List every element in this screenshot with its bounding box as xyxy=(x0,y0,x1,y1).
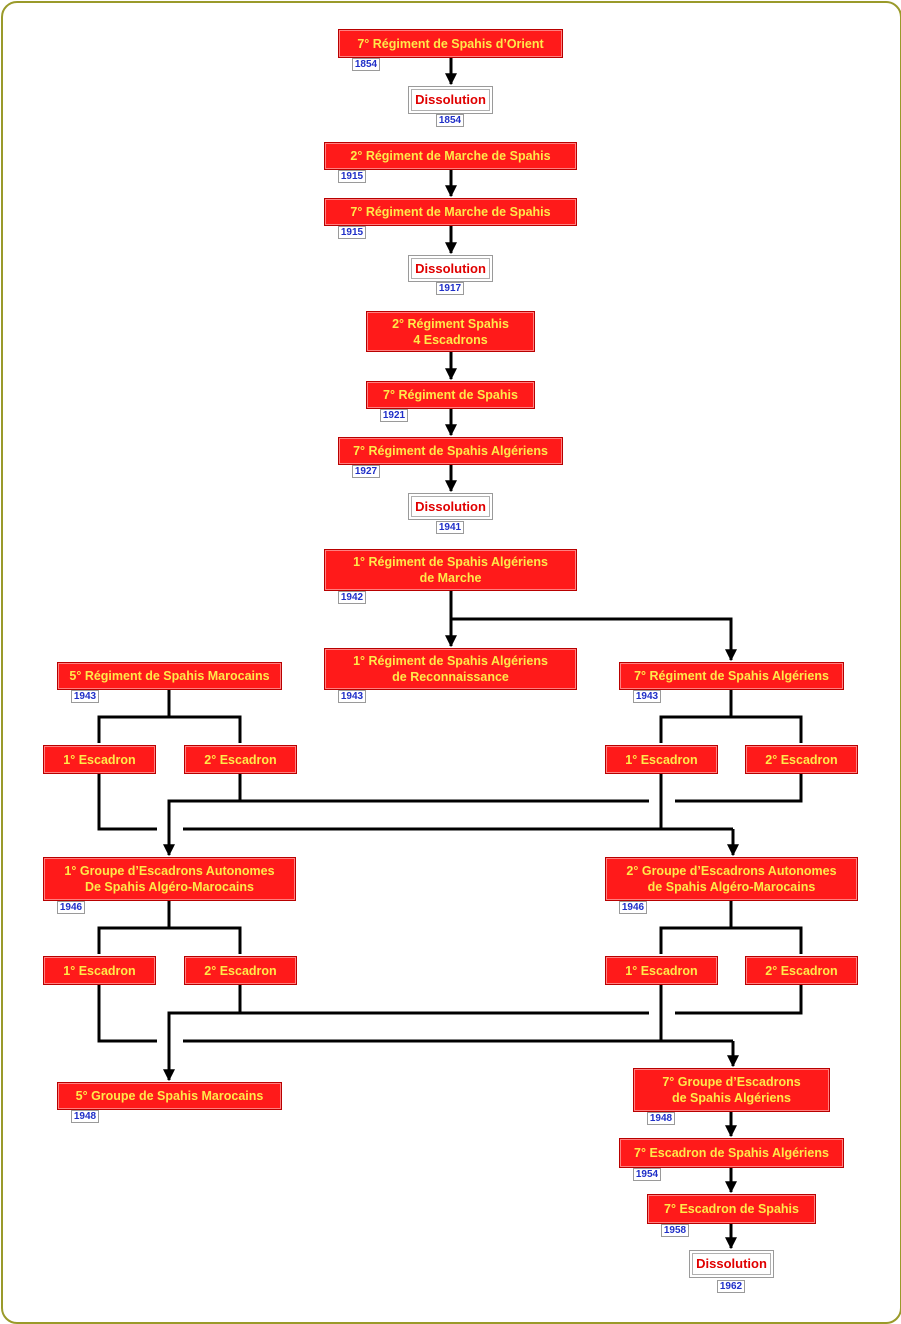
groupe-box: 5° Groupe de Spahis Marocains xyxy=(57,1082,282,1110)
year-label: 1946 xyxy=(619,901,647,914)
left-escadron2-to-1gea xyxy=(163,774,242,857)
regiment-box: 5° Régiment de Spahis Marocains xyxy=(57,662,282,690)
year-label: 1943 xyxy=(338,690,366,703)
left-escadron1-to-right xyxy=(97,774,157,831)
escadron-box: 1° Escadron xyxy=(605,956,718,985)
escadron-box: 1° Escadron xyxy=(43,745,156,774)
year-label: 1948 xyxy=(71,1110,99,1123)
regiment-box: 7° Régiment de Spahis Algériens xyxy=(338,437,563,465)
year-label: 1941 xyxy=(436,521,464,534)
fork-1gea-escadrons xyxy=(97,926,242,954)
escadron-box: 2° Escadron xyxy=(184,956,297,985)
regiment-box: 7° Régiment de Spahis d’Orient xyxy=(338,29,563,58)
year-label: 1962 xyxy=(717,1280,745,1293)
dissolution-box: Dissolution xyxy=(408,86,493,114)
escadron-box: 1° Escadron xyxy=(43,956,156,985)
escadron-box: 1° Escadron xyxy=(605,745,718,774)
dissolution-box: Dissolution xyxy=(408,255,493,282)
escadron-box: 2° Escadron xyxy=(745,745,858,774)
escadron-box: 2° Escadron xyxy=(745,956,858,985)
arrow-1rsam-to-7rsa xyxy=(451,617,737,662)
year-label: 1921 xyxy=(380,409,408,422)
year-label: 1854 xyxy=(352,58,380,71)
year-label: 1917 xyxy=(436,282,464,295)
regiment-box: 2° Régiment Spahis 4 Escadrons xyxy=(366,311,535,352)
groupe-box: 1° Groupe d’Escadrons Autonomes De Spahi… xyxy=(43,857,296,901)
year-label: 1854 xyxy=(436,114,464,127)
escadron-box: 7° Escadron de Spahis xyxy=(647,1194,816,1224)
escadron-box: 7° Escadron de Spahis Algériens xyxy=(619,1138,844,1168)
regiment-box: 1° Régiment de Spahis Algériens de March… xyxy=(324,549,577,591)
year-label: 1943 xyxy=(633,690,661,703)
left2-escadron1-to-right xyxy=(97,985,157,1043)
year-label: 1958 xyxy=(661,1224,689,1237)
left2-escadron2-to-5gsm xyxy=(163,985,242,1082)
fork-7rsa-escadrons xyxy=(659,715,803,743)
escadron-box: 2° Escadron xyxy=(184,745,297,774)
year-label: 1915 xyxy=(338,170,366,183)
year-label: 1927 xyxy=(352,465,380,478)
year-label: 1946 xyxy=(57,901,85,914)
right-escadron2-link xyxy=(675,774,803,803)
regiment-box: 1° Régiment de Spahis Algériens de Recon… xyxy=(324,648,577,690)
regiment-box: 2° Régiment de Marche de Spahis xyxy=(324,142,577,170)
regiment-box: 7° Régiment de Spahis xyxy=(366,381,535,409)
year-label: 1943 xyxy=(71,690,99,703)
year-label: 1942 xyxy=(338,591,366,604)
regiment-box: 7° Régiment de Marche de Spahis xyxy=(324,198,577,226)
dissolution-box: Dissolution xyxy=(689,1250,774,1278)
groupe-box: 2° Groupe d’Escadrons Autonomes de Spahi… xyxy=(605,857,858,901)
year-label: 1915 xyxy=(338,226,366,239)
fork-2gea-escadrons xyxy=(659,926,803,954)
dissolution-box: Dissolution xyxy=(408,493,493,520)
right2-escadron2-link xyxy=(675,985,803,1015)
regiment-box: 7° Régiment de Spahis Algériens xyxy=(619,662,844,690)
fork-5rsm-escadrons xyxy=(97,715,242,743)
year-label: 1948 xyxy=(647,1112,675,1125)
groupe-box: 7° Groupe d’Escadrons de Spahis Algérien… xyxy=(633,1068,830,1112)
year-label: 1954 xyxy=(633,1168,661,1181)
